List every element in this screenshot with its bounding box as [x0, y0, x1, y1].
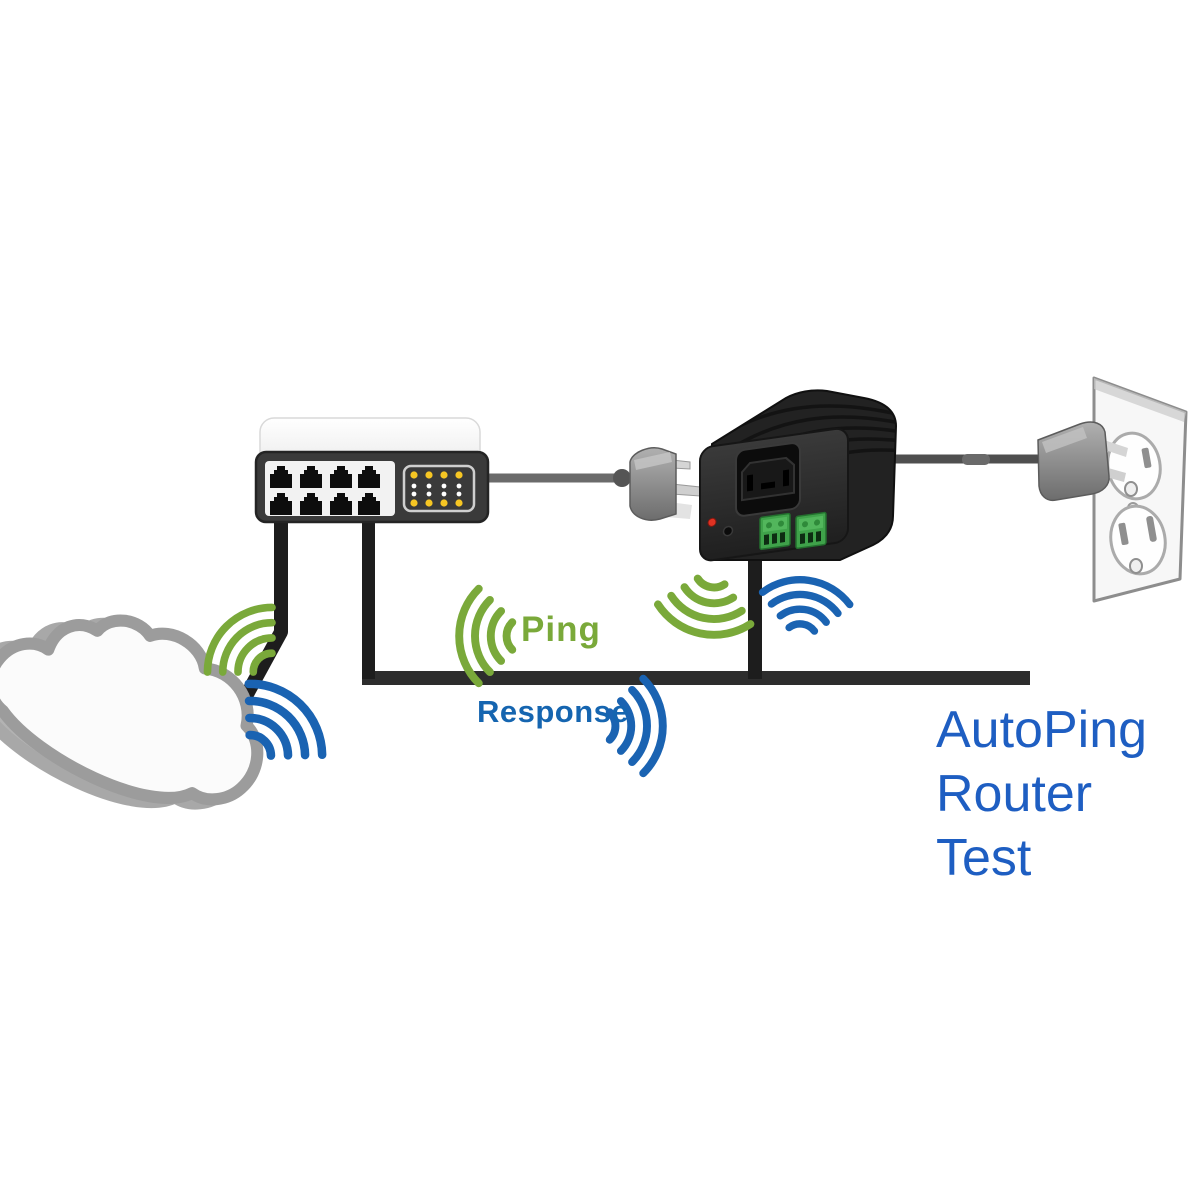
- power-plug-icon: [613, 447, 701, 521]
- router-led-panel: [402, 464, 476, 513]
- status-led-red: [707, 517, 717, 527]
- router-bus-cable: [362, 514, 375, 679]
- caption-line-2: Router Test: [936, 765, 1093, 887]
- response-label: Response: [477, 694, 630, 729]
- terminal-block-left: [759, 512, 791, 551]
- power-controller-icon: [699, 389, 898, 562]
- wifi-signal-icon-green-controller: [654, 572, 757, 644]
- controller-front-face: [699, 427, 849, 562]
- reset-button: [722, 525, 734, 537]
- wall-plug-icon: [1037, 421, 1128, 502]
- outlet-lower: [1109, 504, 1167, 576]
- wifi-signal-icon-blue-controller: [758, 574, 852, 635]
- led-white-dots: [411, 483, 462, 497]
- cord-sleeve: [962, 454, 990, 465]
- controller-wall-cord: [885, 454, 1055, 465]
- led-yellow-dots: [410, 471, 463, 507]
- wifi-signal-icon-ping: [459, 589, 512, 684]
- caption-line-1: AutoPing: [936, 701, 1148, 759]
- cloud-body: [0, 614, 264, 806]
- internet-cloud-icon: [0, 614, 264, 810]
- duplex-wall-outlet-icon: [1037, 376, 1188, 603]
- network-switch-icon: [254, 417, 490, 524]
- network-bus-line: [362, 514, 1030, 685]
- diagram-caption: AutoPing Router Test: [936, 698, 1200, 890]
- terminal-block-right: [795, 511, 827, 550]
- iec-socket-face: [741, 456, 795, 502]
- ping-label: Ping: [521, 610, 601, 649]
- controller-drop-cable: [748, 545, 762, 679]
